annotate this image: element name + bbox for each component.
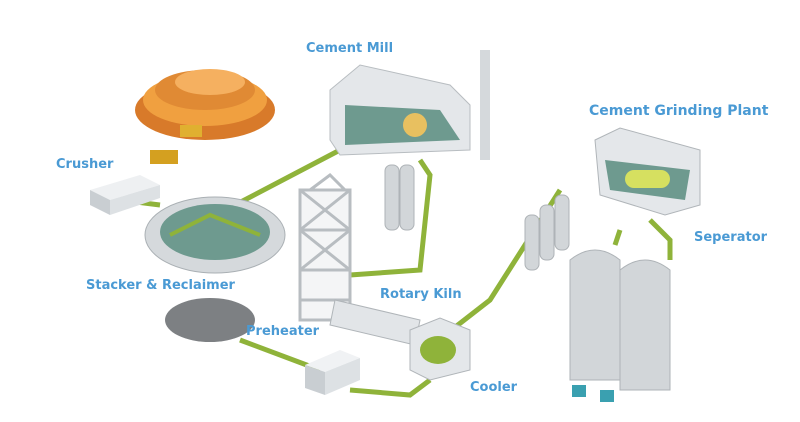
- conveyor-pipes: [119, 147, 673, 398]
- label-rotary-kiln: Rotary Kiln: [380, 287, 462, 302]
- cooler-building: [409, 317, 471, 381]
- stacker-reclaimer: [144, 196, 286, 274]
- storage-shed: [305, 350, 360, 395]
- label-preheater: Preheater: [246, 324, 320, 339]
- label-crusher: Crusher: [56, 157, 114, 172]
- cement-mill-building: [329, 50, 490, 160]
- label-cement-grinding-plant: Cement Grinding Plant: [589, 103, 769, 119]
- label-cement-mill: Cement Mill: [306, 41, 394, 56]
- label-cooler: Cooler: [470, 380, 518, 395]
- label-separator: Seperator: [694, 230, 768, 245]
- cement-grinding-plant-building: [594, 127, 701, 216]
- label-stacker-reclaimer: Stacker & Reclaimer: [86, 278, 235, 293]
- preheater-tower: [298, 173, 352, 322]
- coal-yard: [165, 298, 255, 342]
- silos-small: [384, 164, 570, 271]
- packing-machines: [572, 385, 614, 402]
- rotary-kiln: [329, 299, 421, 346]
- quarry: [135, 69, 275, 164]
- crusher-building: [90, 175, 160, 215]
- silos-large: [569, 249, 671, 391]
